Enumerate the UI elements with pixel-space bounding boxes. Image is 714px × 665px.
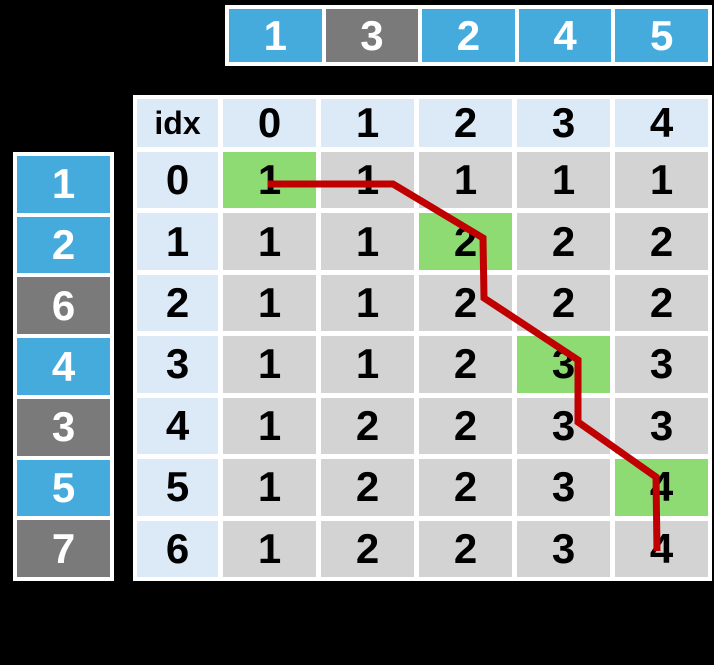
col-header: 2: [419, 99, 512, 147]
dp-cell: 2: [321, 398, 414, 454]
col-header: 3: [517, 99, 610, 147]
left-array: 1264357: [13, 152, 114, 581]
top-array-cell: 3: [326, 9, 419, 62]
top-array: 13245: [225, 5, 712, 66]
row-header: 4: [137, 398, 218, 454]
dp-cell-match: 3: [517, 336, 610, 392]
dp-cell: 2: [419, 275, 512, 331]
dp-cell: 1: [321, 336, 414, 392]
dp-cell: 3: [517, 521, 610, 577]
dp-cell: 2: [615, 275, 708, 331]
dp-cell: 3: [517, 398, 610, 454]
dp-cell: 1: [223, 398, 316, 454]
dp-cell: 1: [615, 152, 708, 208]
dp-cell: 1: [223, 521, 316, 577]
dp-cell: 4: [615, 521, 708, 577]
left-array-cell: 1: [17, 156, 110, 213]
row-header: 3: [137, 336, 218, 392]
dp-cell: 2: [517, 275, 610, 331]
row-header: 6: [137, 521, 218, 577]
dp-cell: 2: [517, 213, 610, 269]
dp-cell: 1: [321, 213, 414, 269]
table-corner-label: idx: [137, 99, 218, 147]
col-header: 0: [223, 99, 316, 147]
dp-cell-match: 1: [223, 152, 316, 208]
dp-cell-match: 2: [419, 213, 512, 269]
dp-cell: 1: [321, 152, 414, 208]
left-array-cell: 5: [17, 460, 110, 517]
dp-cell: 2: [419, 521, 512, 577]
dp-cell: 1: [223, 275, 316, 331]
dp-cell: 1: [419, 152, 512, 208]
dp-cell: 1: [223, 213, 316, 269]
row-header: 1: [137, 213, 218, 269]
dp-cell: 2: [419, 459, 512, 515]
dp-table: idx0123401111111122221122231123341223351…: [133, 95, 712, 581]
row-header: 2: [137, 275, 218, 331]
left-array-cell: 4: [17, 338, 110, 395]
dp-cell: 2: [419, 336, 512, 392]
dp-cell-match: 4: [615, 459, 708, 515]
left-array-cell: 3: [17, 399, 110, 456]
top-array-cell: 2: [422, 9, 515, 62]
col-header: 1: [321, 99, 414, 147]
dp-cell: 3: [615, 336, 708, 392]
col-header: 4: [615, 99, 708, 147]
left-array-cell: 7: [17, 520, 110, 577]
dp-cell: 2: [321, 521, 414, 577]
top-array-cell: 5: [615, 9, 708, 62]
dp-cell: 1: [223, 459, 316, 515]
dp-cell: 1: [321, 275, 414, 331]
top-array-cell: 4: [519, 9, 612, 62]
left-array-cell: 6: [17, 277, 110, 334]
dp-cell: 3: [517, 459, 610, 515]
dp-cell: 1: [223, 336, 316, 392]
dp-cell: 2: [615, 213, 708, 269]
top-array-cell: 1: [229, 9, 322, 62]
dp-cell: 1: [517, 152, 610, 208]
row-header: 5: [137, 459, 218, 515]
dp-cell: 2: [321, 459, 414, 515]
dp-cell: 2: [419, 398, 512, 454]
dp-cell: 3: [615, 398, 708, 454]
row-header: 0: [137, 152, 218, 208]
left-array-cell: 2: [17, 217, 110, 274]
